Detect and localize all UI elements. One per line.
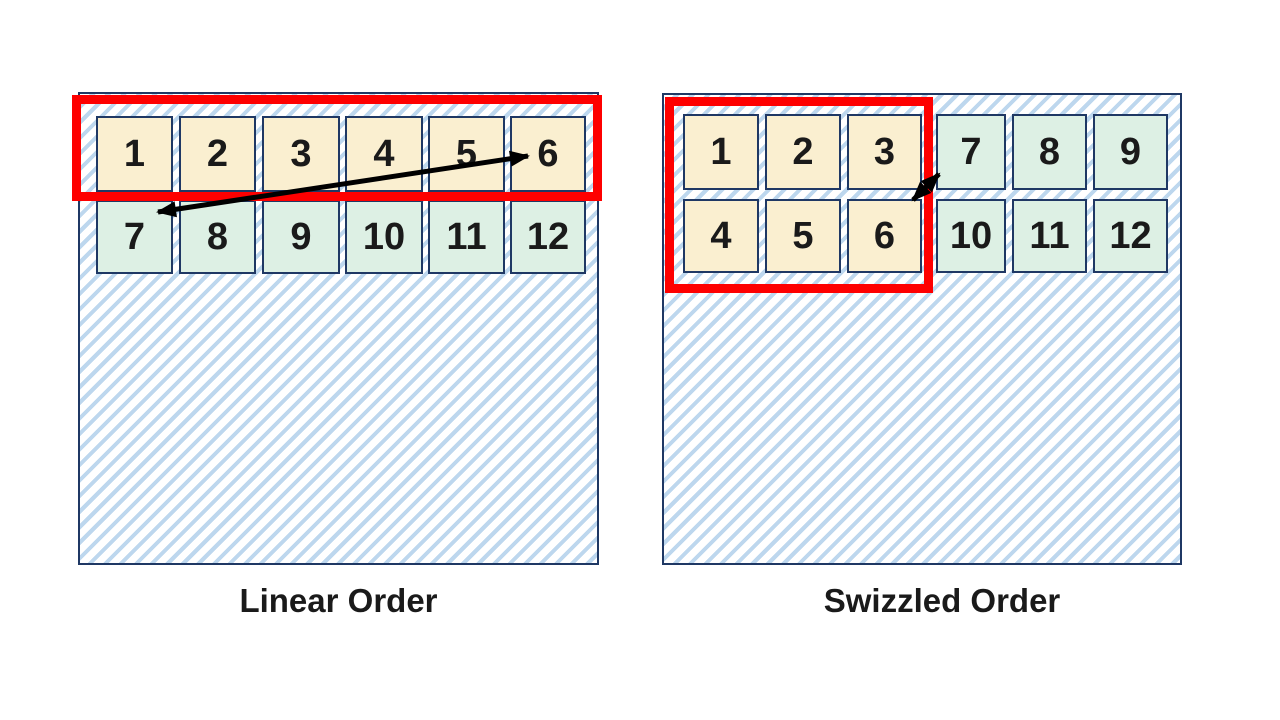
linear-tile-12: 12 [510, 200, 586, 274]
linear-panel-title: Linear Order [239, 582, 438, 619]
swizzled-tile-3: 3 [847, 114, 922, 190]
swizzled-tile-4: 4 [683, 199, 759, 273]
linear-tile-10: 10 [345, 200, 423, 274]
linear-tile-11: 11 [428, 200, 505, 274]
swizzled-tile-7: 7 [936, 114, 1006, 190]
swizzled-tile-8: 8 [1012, 114, 1087, 190]
swizzled-highlight-rect [665, 97, 933, 293]
swizzled-tile-6: 6 [847, 199, 922, 273]
swizzled-tile-12: 12 [1093, 199, 1168, 273]
swizzled-tile-10: 10 [936, 199, 1006, 273]
linear-tile-9: 9 [262, 200, 340, 274]
swizzled-tile-2: 2 [765, 114, 841, 190]
linear-tile-8: 8 [179, 200, 256, 274]
swizzled-tile-9: 9 [1093, 114, 1168, 190]
swizzled-tile-1: 1 [683, 114, 759, 190]
linear-tile-7: 7 [96, 200, 173, 274]
swizzled-panel-title: Swizzled Order [823, 582, 1061, 619]
swizzled-tile-11: 11 [1012, 199, 1087, 273]
swizzled-tile-5: 5 [765, 199, 841, 273]
linear-highlight-rect [72, 95, 602, 201]
